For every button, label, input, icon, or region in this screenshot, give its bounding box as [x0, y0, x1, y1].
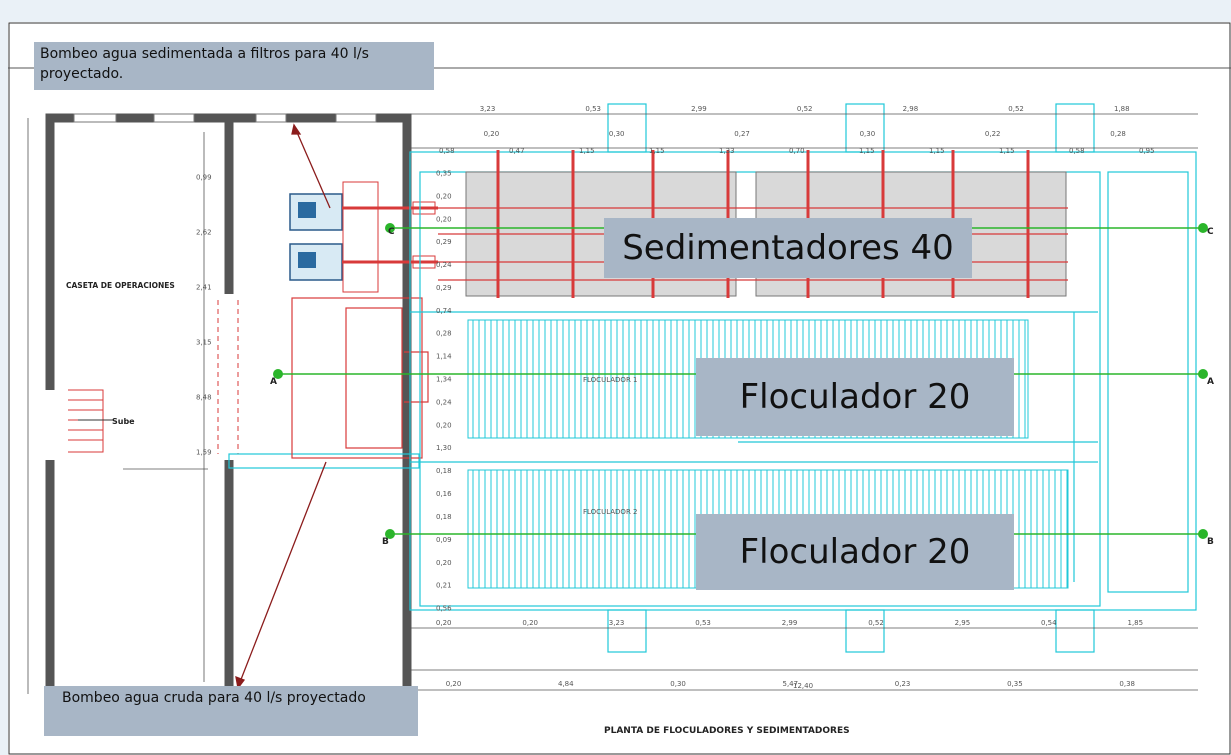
dim-left-5: 1,59: [196, 449, 212, 457]
dim-mid-7: 0,28: [436, 330, 452, 338]
dim-bot1-5: 0,52: [868, 619, 884, 627]
dim-bot2-6: 0,38: [1119, 680, 1135, 688]
dim-row3-1: 0,47: [509, 147, 525, 155]
dim-total: 12,40: [793, 682, 813, 690]
dim-mid-9: 1,34: [436, 376, 452, 384]
dim-row3-10: 0,95: [1139, 147, 1155, 155]
dim-mid-16: 0,09: [436, 536, 452, 544]
dim-left-3: 3,15: [196, 339, 212, 347]
section-markers: [273, 223, 1208, 539]
sheet-frame: [8, 22, 1231, 755]
dim-mid-3: 0,29: [436, 238, 452, 246]
callout-arrows: [235, 123, 331, 690]
dim-top-1: 0,53: [585, 105, 601, 113]
dim-mid-0: 0,35: [436, 169, 452, 177]
dim-bot1-2: 3,23: [609, 619, 625, 627]
dim-mid-12: 1,30: [436, 444, 452, 452]
dimension-lines: [410, 113, 1198, 691]
dim-top-2: 2,99: [691, 105, 707, 113]
stair: [68, 389, 113, 453]
dim-bot2-5: 0,35: [1007, 680, 1023, 688]
flocculator-2-label: FLOCULADOR 2: [583, 508, 638, 516]
dim-mid-4: 0,24: [436, 261, 452, 269]
dim-left-4: 8,48: [196, 394, 212, 402]
dim-row2-0: 0,20: [484, 130, 500, 138]
dim-bot1-0: 0,20: [436, 619, 452, 627]
dim-mid-18: 0,21: [436, 582, 452, 590]
callout-pump-filters: Bombeo agua sedimentada a filtros para 4…: [34, 42, 434, 90]
dim-mid-8: 1,14: [436, 353, 452, 361]
dim-bot2-0: 0,20: [446, 680, 462, 688]
dim-row2-1: 0,30: [609, 130, 625, 138]
dim-mid-11: 0,20: [436, 421, 452, 429]
dim-bot2-4: 0,23: [895, 680, 911, 688]
dim-row3-3: 1,15: [649, 147, 665, 155]
dim-bot1-7: 0,54: [1041, 619, 1057, 627]
dim-bot2-2: 0,30: [670, 680, 686, 688]
caseta-label: CASETA DE OPERACIONES: [66, 281, 175, 290]
dim-left-0: 0,99: [196, 174, 212, 182]
dim-row3-5: 0,70: [789, 147, 805, 155]
dim-mid-15: 0,18: [436, 513, 452, 521]
dim-left-2: 2,41: [196, 284, 212, 292]
caseta-building: [27, 113, 412, 699]
dim-bot1-8: 1,85: [1128, 619, 1144, 627]
dim-row3-4: 1,33: [719, 147, 735, 155]
floor-plan-drawing: CASETA DE OPERACIONES Sube FLOCULADOR 1 …: [8, 22, 1231, 755]
pump-equipment: [289, 181, 438, 293]
drawing-sheet: CASETA DE OPERACIONES Sube FLOCULADOR 1 …: [8, 22, 1231, 755]
dim-row2-4: 0,22: [985, 130, 1001, 138]
section-mark-b-left: B: [382, 537, 389, 547]
dim-row3-6: 1,15: [859, 147, 875, 155]
dim-bot1-1: 0,20: [522, 619, 538, 627]
dim-top-3: 0,52: [797, 105, 813, 113]
dim-row3-8: 1,15: [999, 147, 1015, 155]
stair-label: Sube: [112, 417, 135, 426]
dim-mid-5: 0,29: [436, 284, 452, 292]
callout-floculador-1: Floculador 20: [696, 358, 1014, 436]
dim-bot1-6: 2,95: [955, 619, 971, 627]
dim-mid-2: 0,20: [436, 215, 452, 223]
dim-row3-7: 1,15: [929, 147, 945, 155]
dim-row2-3: 0,30: [860, 130, 876, 138]
drawing-title: PLANTA DE FLOCULADORES Y SEDIMENTADORES: [604, 726, 850, 736]
dim-mid-10: 0,24: [436, 398, 452, 406]
dim-mid-17: 0,20: [436, 559, 452, 567]
dim-row3-2: 1,15: [579, 147, 595, 155]
dim-left-1: 2,62: [196, 229, 212, 237]
dim-bot1-3: 0,53: [695, 619, 711, 627]
callout-pump-raw: Bombeo agua cruda para 40 l/s proyectado: [44, 686, 418, 736]
dim-row3-0: 0,58: [439, 147, 455, 155]
dim-row3-9: 0,58: [1069, 147, 1085, 155]
dim-top-6: 1,88: [1114, 105, 1130, 113]
dim-mid-13: 0,18: [436, 467, 452, 475]
dim-top-4: 2,98: [903, 105, 919, 113]
section-mark-b-right: B: [1207, 537, 1214, 547]
section-mark-a-left: A: [270, 377, 277, 387]
dim-row2-2: 0,27: [734, 130, 750, 138]
dim-bot2-3: 5,47: [783, 680, 799, 688]
dim-mid-19: 0,56: [436, 605, 452, 613]
dim-bot2-1: 4,84: [558, 680, 574, 688]
dim-mid-14: 0,16: [436, 490, 452, 498]
callout-floculador-2: Floculador 20: [696, 514, 1014, 590]
dim-top-5: 0,52: [1008, 105, 1024, 113]
section-mark-a-right: A: [1207, 377, 1214, 387]
dim-top-0: 3,23: [480, 105, 496, 113]
dim-bot1-4: 2,99: [782, 619, 798, 627]
section-mark-c-right: C: [1207, 227, 1214, 237]
flocculator-1-label: FLOCULADOR 1: [583, 376, 638, 384]
dim-row2-5: 0,28: [1110, 130, 1126, 138]
callout-sedimentadores: Sedimentadores 40: [604, 218, 972, 278]
section-mark-c-left: C: [388, 227, 395, 237]
dim-mid-1: 0,20: [436, 192, 452, 200]
dim-mid-6: 0,74: [436, 307, 452, 315]
inlet-channel: [291, 297, 429, 459]
